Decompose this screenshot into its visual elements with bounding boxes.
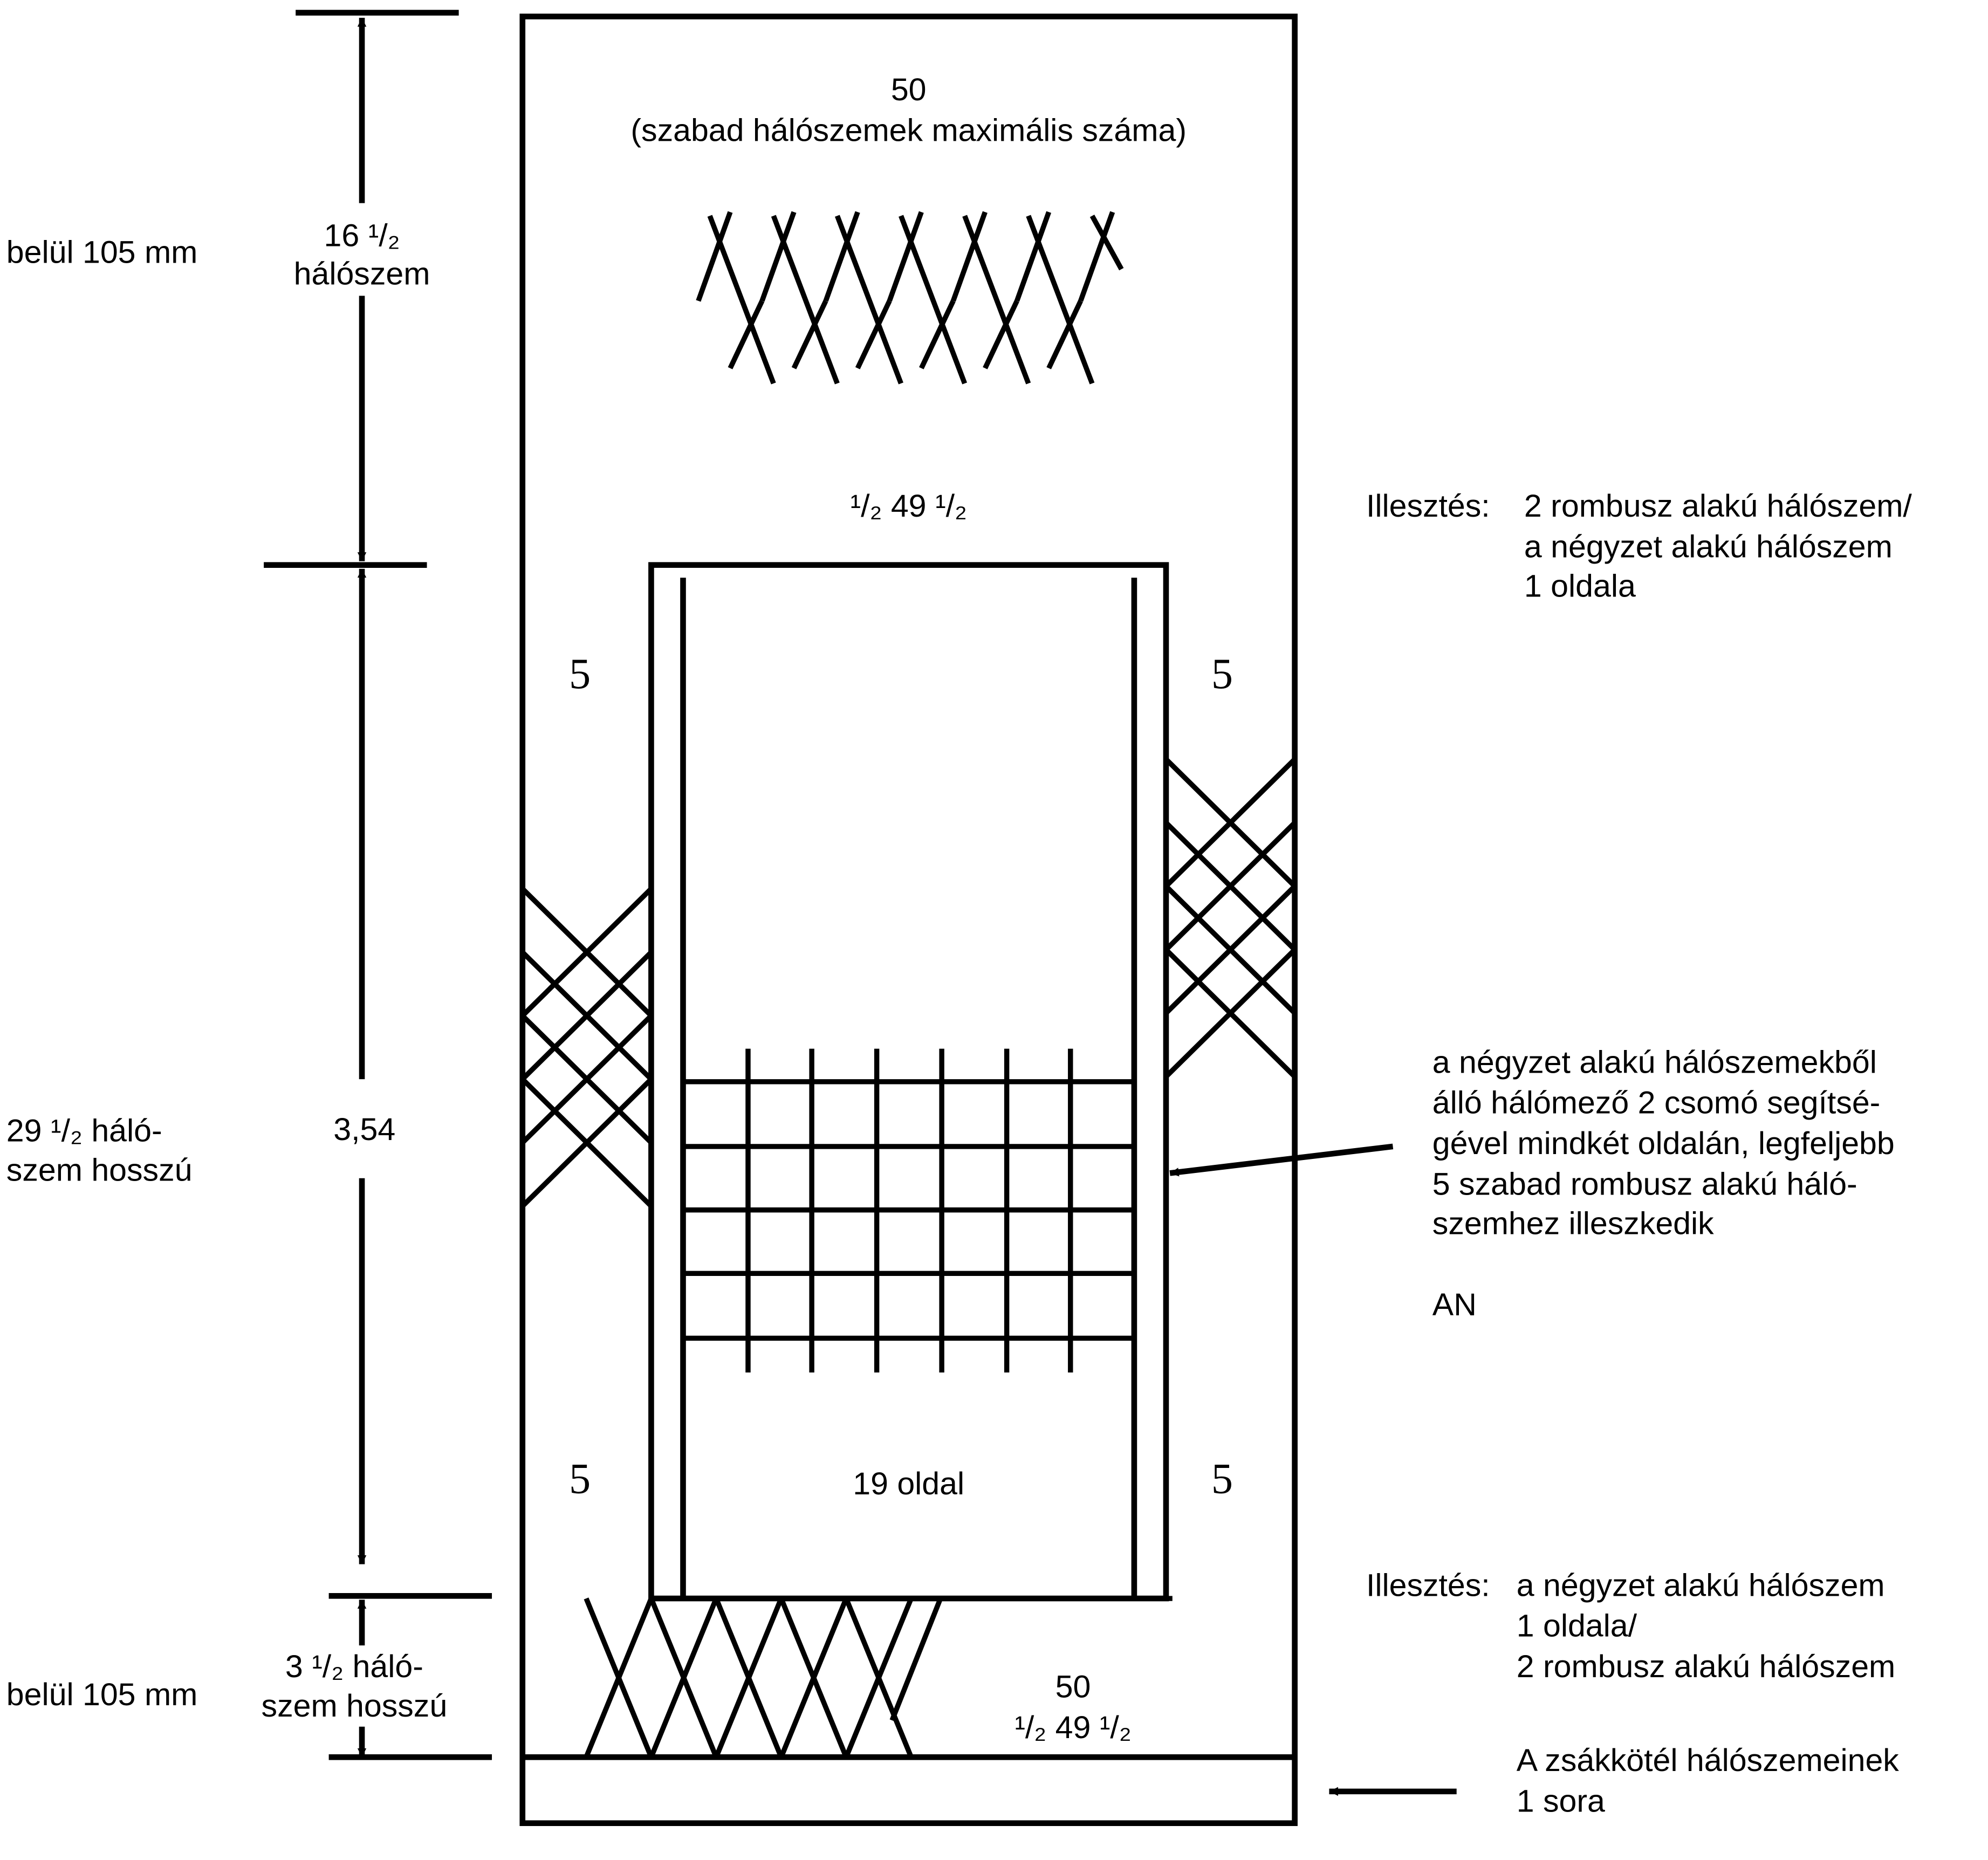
dimension-lines — [264, 10, 492, 1760]
side-count-top-left: 5 — [569, 650, 591, 698]
panel-pointer-arrow — [1169, 1143, 1394, 1177]
square-panel-note-line: álló hálómező 2 csomó segítsé- — [1432, 1086, 1881, 1121]
middle-length-label-1: 29 ¹/₂ háló- — [6, 1114, 162, 1149]
bottom-mesh-count: 50 — [1055, 1670, 1091, 1705]
fit-top-line: a négyzet alakú hálószem — [1524, 530, 1893, 565]
top-mesh-unit-label: hálószem — [294, 256, 430, 291]
codend-row-note-line: 1 sora — [1517, 1784, 1605, 1819]
square-panel-note-line: szemhez illeszkedik — [1432, 1206, 1714, 1241]
top-measure-row: ¹/₂ 49 ¹/₂ — [850, 489, 967, 524]
bottom-mesh-label-2: szem hosszú — [262, 1689, 448, 1724]
bottom-measure-row: ¹/₂ 49 ¹/₂ — [1014, 1710, 1132, 1745]
net-outline — [519, 13, 1298, 1827]
square-mesh-grid — [683, 1048, 1134, 1372]
square-panel-note-line: a négyzet alakú hálószemekből — [1432, 1045, 1877, 1080]
bottom-diamond-mesh — [584, 1596, 1173, 1759]
panel-sides-label: 19 oldal — [853, 1466, 964, 1501]
side-count-top-right: 5 — [1211, 650, 1233, 698]
fit-top-line: 1 oldala — [1524, 569, 1636, 604]
top-inner-size-label: belül 105 mm — [6, 235, 198, 270]
square-panel-note-tag: AN — [1432, 1287, 1477, 1322]
fit-top-line: 2 rombusz alakú hálószem/ — [1524, 489, 1912, 524]
top-mesh-count: 50 — [891, 72, 927, 107]
middle-length-value: 3,54 — [333, 1112, 395, 1147]
side-count-bottom-right: 5 — [1211, 1456, 1233, 1503]
square-panel-note-line: 5 szabad rombusz alakú háló- — [1432, 1166, 1857, 1202]
top-mesh-caption: (szabad hálószemek maximális száma) — [630, 113, 1187, 148]
left-diamond-mesh — [520, 887, 653, 1208]
bottom-inner-size-label: belül 105 mm — [6, 1677, 198, 1712]
bottom-mesh-label-1: 3 ¹/₂ háló- — [285, 1649, 423, 1684]
middle-length-label-2: szem hosszú — [6, 1153, 193, 1188]
side-count-bottom-left: 5 — [569, 1456, 591, 1503]
top-diamond-mesh — [696, 211, 1124, 385]
fit-top-title: Illesztés: — [1366, 489, 1490, 524]
codend-row-note-line: A zsákkötél hálószemeinek — [1517, 1743, 1900, 1778]
right-diamond-mesh — [1164, 757, 1297, 1079]
top-mesh-count-label: 16 ¹/₂ — [324, 218, 400, 253]
square-panel-note-line: gével mindkét oldalán, legfeljebb — [1432, 1126, 1895, 1161]
fit-bottom-line: 1 oldala/ — [1517, 1609, 1637, 1644]
fit-bottom-title: Illesztés: — [1366, 1568, 1490, 1603]
fit-bottom-line: 2 rombusz alakú hálószem — [1517, 1649, 1896, 1684]
fit-bottom-line: a négyzet alakú hálószem — [1517, 1568, 1885, 1603]
